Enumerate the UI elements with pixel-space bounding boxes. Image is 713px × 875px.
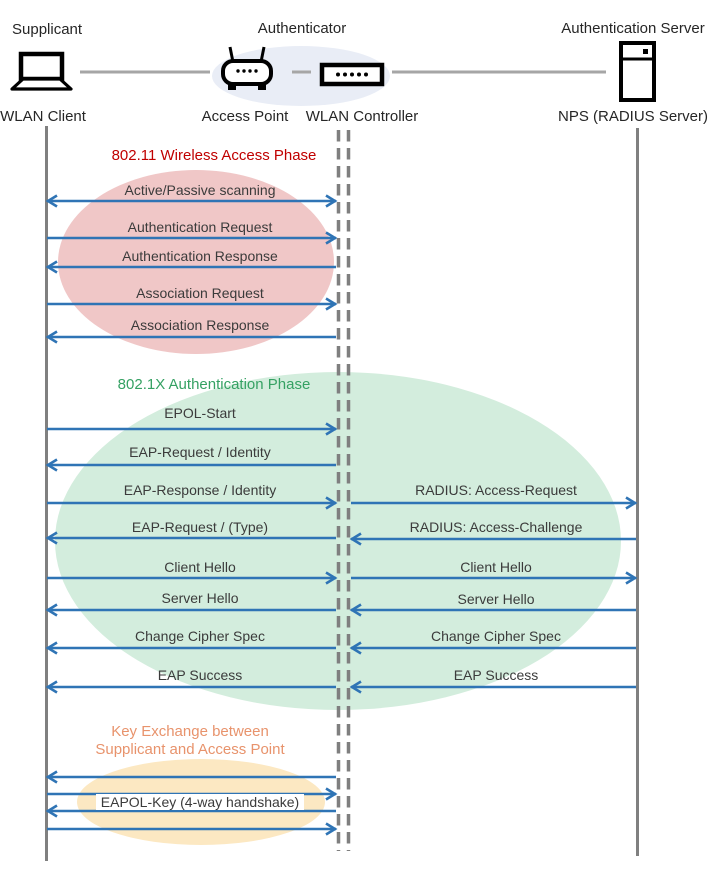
message-arrow — [47, 422, 338, 436]
message-arrow — [45, 804, 336, 818]
message-arrow — [45, 770, 336, 784]
message-label: EAP-Request / (Type) — [131, 519, 269, 535]
wlan-controller-label: WLAN Controller — [305, 108, 419, 125]
authenticator-role-label: Authenticator — [257, 20, 347, 37]
nps-radius-server-label: NPS (RADIUS Server) — [557, 108, 709, 125]
message-label: EAPOL-Key (4-way handshake) — [40, 794, 360, 810]
message-arrow — [47, 297, 338, 311]
message-arrow — [45, 531, 336, 545]
server-role-label: Authentication Server — [561, 20, 705, 37]
access-point-label: Access Point — [201, 108, 289, 125]
message-arrow — [47, 496, 338, 510]
message-label: Active/Passive scanning — [124, 182, 276, 198]
message-label: Association Request — [136, 285, 264, 301]
message-arrow — [349, 680, 636, 694]
message-arrow — [45, 330, 336, 344]
wlan-client-label: WLAN Client — [0, 108, 86, 125]
message-label: Change Cipher Spec — [135, 628, 265, 644]
access-point-icon — [221, 46, 273, 90]
message-label: Authentication Request — [127, 219, 273, 235]
phase1-title: 802.11 Wireless Access Phase — [111, 147, 317, 164]
message-label: EPOL-Start — [164, 405, 236, 421]
message-label: Server Hello — [457, 591, 535, 607]
message-label: Change Cipher Spec — [431, 628, 561, 644]
message-arrow — [45, 458, 336, 472]
message-arrow — [45, 194, 338, 208]
message-label: Authentication Response — [122, 248, 278, 264]
message-arrow — [351, 571, 638, 585]
phase2-ellipse — [55, 372, 621, 710]
message-arrow — [45, 603, 336, 617]
laptop-icon — [10, 51, 73, 91]
message-arrow — [47, 571, 338, 585]
message-label: RADIUS: Access-Challenge — [409, 519, 583, 535]
message-arrow — [349, 532, 636, 546]
message-arrow — [45, 641, 336, 655]
phase2-title: 802.1X Authentication Phase — [117, 376, 311, 393]
phase3-title-line1: Key Exchange between — [111, 723, 269, 740]
wlan-controller-icon — [319, 62, 385, 87]
message-label: EAP Success — [157, 667, 243, 683]
message-arrow — [47, 231, 338, 245]
message-label: Server Hello — [161, 590, 239, 606]
message-label: EAP-Request / Identity — [129, 444, 271, 460]
message-label: Client Hello — [164, 559, 236, 575]
message-label: EAP-Response / Identity — [123, 482, 277, 498]
message-arrow — [349, 603, 636, 617]
message-arrow — [349, 641, 636, 655]
message-label: Association Response — [130, 317, 270, 333]
message-arrow — [47, 822, 338, 836]
server-icon — [619, 41, 656, 102]
phase1-ellipse — [58, 170, 334, 354]
supplicant-role-label: Supplicant — [12, 21, 83, 38]
message-arrow — [45, 680, 336, 694]
message-label: RADIUS: Access-Request — [415, 482, 577, 498]
phase3-title-line2: Supplicant and Access Point — [95, 741, 285, 758]
message-label: EAP Success — [453, 667, 539, 683]
message-arrow — [351, 496, 638, 510]
message-label: Client Hello — [460, 559, 532, 575]
message-arrow — [45, 260, 336, 274]
message-arrows — [45, 194, 638, 836]
